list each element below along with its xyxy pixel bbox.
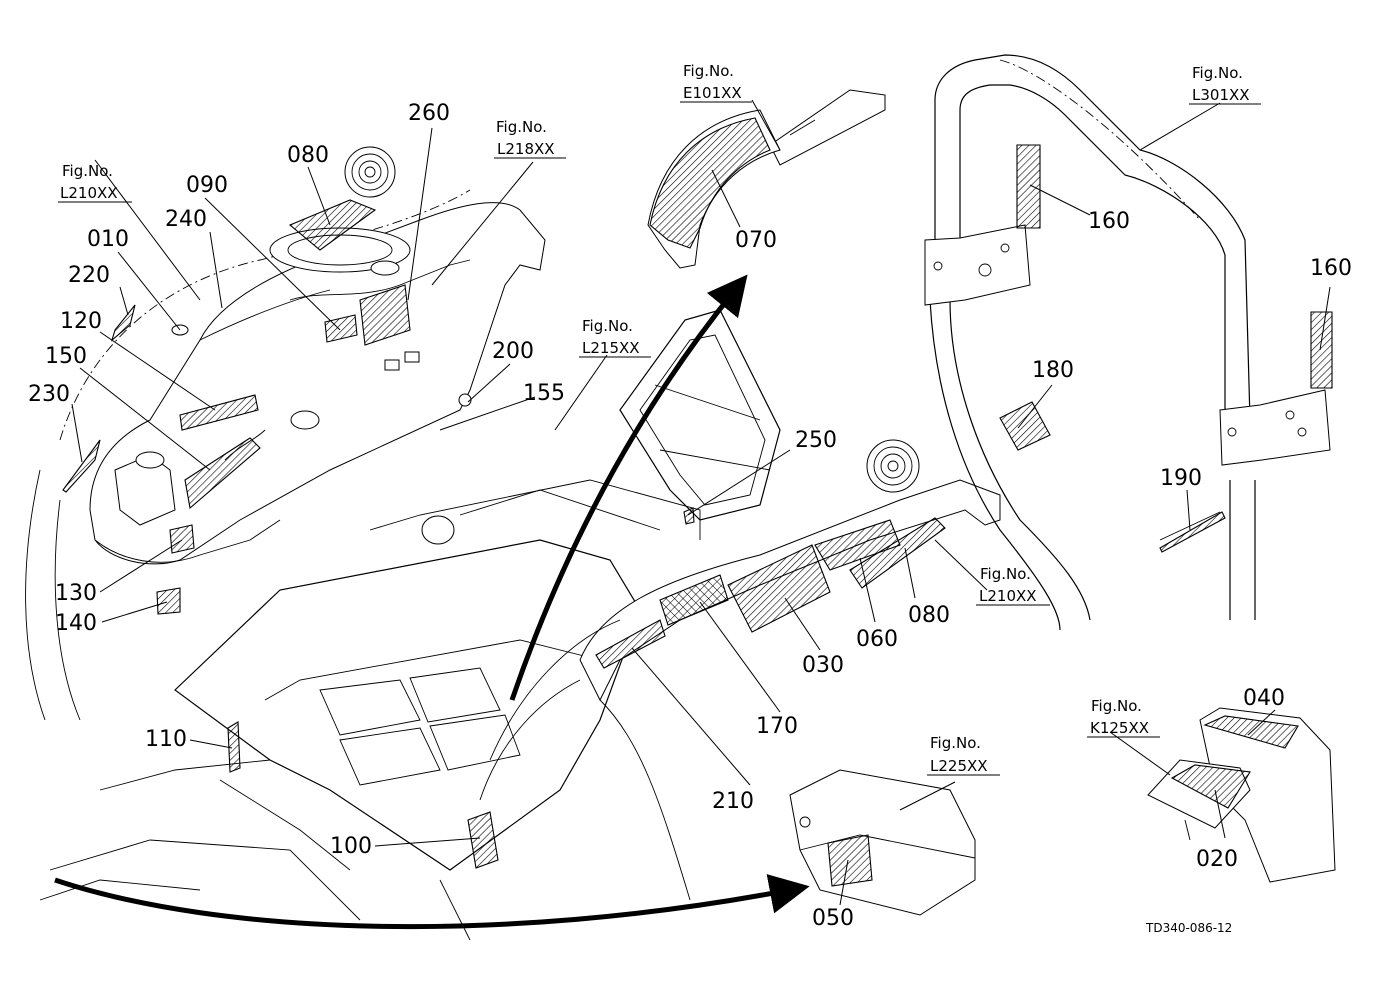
callout-020: 020 bbox=[1196, 847, 1238, 872]
decal-150 bbox=[184, 437, 261, 510]
decal-020 bbox=[1170, 764, 1251, 809]
callout-070: 070 bbox=[735, 228, 777, 253]
fig-ref-l225: Fig.No. L225XX bbox=[927, 734, 1000, 776]
fig-ref-l215: Fig.No. L215XX bbox=[579, 317, 651, 358]
decal-260 bbox=[359, 284, 411, 346]
direction-arrows bbox=[54, 274, 810, 930]
callout-170: 170 bbox=[756, 714, 798, 739]
right-fender-assembly bbox=[479, 309, 1001, 901]
decal-030 bbox=[727, 544, 831, 633]
callout-080-left: 080 bbox=[287, 143, 329, 168]
seat-frame bbox=[619, 309, 781, 521]
decal-080-right bbox=[849, 517, 946, 589]
decal-090 bbox=[324, 314, 358, 343]
callout-150: 150 bbox=[45, 344, 87, 369]
svg-text:L218XX: L218XX bbox=[497, 140, 555, 158]
svg-text:Fig.No.: Fig.No. bbox=[930, 734, 981, 752]
svg-text:L210XX: L210XX bbox=[60, 184, 118, 202]
svg-text:Fig.No.: Fig.No. bbox=[62, 162, 113, 180]
step-panel-icon bbox=[1147, 707, 1336, 883]
svg-text:L225XX: L225XX bbox=[930, 757, 988, 775]
fig-ref-l210-right: Fig.No. L210XX bbox=[976, 565, 1050, 606]
fender-decal-icon bbox=[647, 89, 886, 269]
decal-080-left bbox=[288, 199, 377, 251]
decal-110 bbox=[227, 721, 241, 773]
decal-250 bbox=[683, 507, 695, 525]
callout-030: 030 bbox=[802, 653, 844, 678]
svg-text:Fig.No.: Fig.No. bbox=[496, 118, 547, 136]
svg-text:Fig.No.: Fig.No. bbox=[1192, 64, 1243, 82]
callout-160-upper: 160 bbox=[1088, 209, 1130, 234]
callout-250: 250 bbox=[795, 428, 837, 453]
decal-180 bbox=[999, 401, 1051, 451]
decal-210 bbox=[595, 619, 666, 669]
fig-ref-k125: Fig.No. K125XX bbox=[1087, 697, 1160, 738]
step-bracket bbox=[789, 769, 976, 916]
decal-160-upper bbox=[1016, 144, 1041, 229]
callout-110: 110 bbox=[145, 727, 187, 752]
svg-text:L210XX: L210XX bbox=[979, 587, 1037, 605]
callout-010: 010 bbox=[87, 227, 129, 252]
decal-140 bbox=[156, 587, 181, 615]
decal-100 bbox=[467, 811, 499, 869]
callout-160-lower: 160 bbox=[1310, 256, 1352, 281]
svg-text:L301XX: L301XX bbox=[1192, 86, 1250, 104]
decal-230 bbox=[62, 439, 101, 493]
callout-080-right: 080 bbox=[908, 603, 950, 628]
svg-text:Fig.No.: Fig.No. bbox=[1091, 697, 1142, 715]
floor-grid bbox=[319, 667, 521, 786]
fig-ref-l210-left: Fig.No. L210XX bbox=[58, 162, 132, 203]
decal-050 bbox=[827, 834, 873, 887]
fig-ref-l301: Fig.No. L301XX bbox=[1189, 64, 1261, 105]
callout-130: 130 bbox=[55, 581, 97, 606]
callout-155: 155 bbox=[523, 381, 565, 406]
callout-060: 060 bbox=[856, 627, 898, 652]
callout-180: 180 bbox=[1032, 358, 1074, 383]
decal-120 bbox=[179, 394, 259, 431]
callout-050: 050 bbox=[812, 906, 854, 931]
decal-170 bbox=[659, 574, 729, 626]
callout-120: 120 bbox=[60, 309, 102, 334]
callout-090: 090 bbox=[186, 173, 228, 198]
callout-220: 220 bbox=[68, 263, 110, 288]
leader-lines bbox=[71, 99, 1331, 906]
svg-text:Fig.No.: Fig.No. bbox=[980, 565, 1031, 583]
floor-platform bbox=[39, 479, 701, 941]
callout-190: 190 bbox=[1160, 466, 1202, 491]
callout-100: 100 bbox=[330, 834, 372, 859]
callout-200: 200 bbox=[492, 339, 534, 364]
svg-text:Fig.No.: Fig.No. bbox=[683, 62, 734, 80]
figure-references: Fig.No. L210XX Fig.No. L218XX Fig.No. E1… bbox=[58, 62, 1261, 776]
fig-ref-e101: Fig.No. E101XX bbox=[680, 62, 752, 103]
callout-140: 140 bbox=[55, 611, 97, 636]
callout-labels: 260 080 090 240 010 220 120 150 230 130 … bbox=[28, 101, 1352, 931]
work-lamp-right bbox=[866, 439, 920, 493]
fig-ref-l218: Fig.No. L218XX bbox=[494, 118, 566, 159]
decal-220 bbox=[110, 304, 136, 342]
decal-190 bbox=[1159, 511, 1226, 553]
callout-040: 040 bbox=[1243, 686, 1285, 711]
callout-260: 260 bbox=[408, 101, 450, 126]
callout-210: 210 bbox=[712, 789, 754, 814]
decal-130 bbox=[169, 524, 195, 554]
callout-240: 240 bbox=[165, 207, 207, 232]
work-lamp-left bbox=[344, 146, 396, 198]
svg-text:K125XX: K125XX bbox=[1090, 719, 1149, 737]
decal-070 bbox=[649, 117, 771, 249]
left-fender-assembly bbox=[25, 146, 546, 869]
svg-text:E101XX: E101XX bbox=[683, 84, 742, 102]
decal-160-lower bbox=[1310, 311, 1333, 389]
svg-text:Fig.No.: Fig.No. bbox=[582, 317, 633, 335]
drawing-code: TD340-086-12 bbox=[1145, 921, 1232, 935]
svg-text:L215XX: L215XX bbox=[582, 339, 640, 357]
rops-frame-icon bbox=[924, 54, 1333, 631]
callout-230: 230 bbox=[28, 382, 70, 407]
